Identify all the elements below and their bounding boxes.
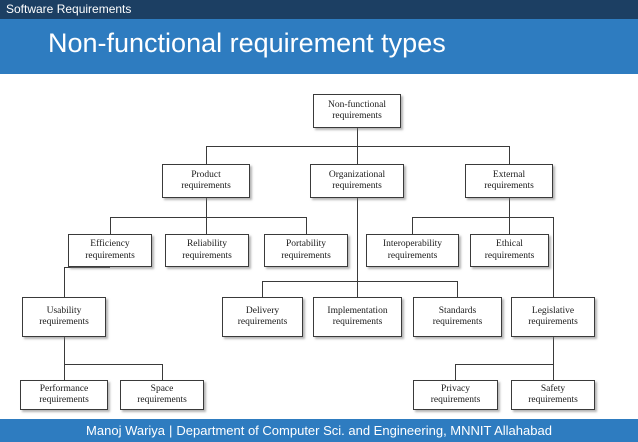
node-line-1: Privacy	[440, 383, 471, 394]
node-line-2: requirements	[484, 181, 534, 191]
node-line-1: External	[492, 169, 526, 180]
node-line-2: requirements	[432, 317, 483, 327]
node-line-2: requirements	[39, 317, 89, 327]
node-line-1: Efficiency	[90, 239, 130, 249]
edge-to-portability	[306, 217, 307, 234]
page-title: Non-functional requirement types	[48, 28, 446, 58]
edge-external-to-legislative	[509, 217, 553, 218]
edge-bus-external-children	[412, 217, 509, 218]
edge-usability-stem	[64, 337, 65, 364]
edge-to-space	[162, 364, 163, 380]
footer-band	[0, 419, 638, 442]
diagram-canvas: Non-functional requirements Product requ…	[0, 74, 638, 419]
edge-to-implementation	[357, 281, 358, 297]
edge-to-interoperability	[412, 217, 413, 234]
edge-to-safety	[553, 364, 554, 380]
node-non-functional-requirements[interactable]: Non-functional requirements	[313, 94, 401, 128]
node-line-2: requirements	[484, 250, 535, 261]
edge-legislative-stem	[553, 269, 554, 297]
node-line-1: Implementation	[327, 305, 388, 316]
node-usability-requirements[interactable]: Usability requirements	[22, 297, 106, 337]
node-organizational-requirements[interactable]: Organizational requirements	[310, 164, 404, 198]
node-legislative-requirements[interactable]: Legislative requirements	[511, 297, 595, 337]
edge-bus-efficiency-bottom	[64, 364, 162, 365]
edge-root-stem	[357, 128, 358, 146]
node-line-2: requirements	[332, 111, 382, 121]
node-implementation-requirements[interactable]: Implementation requirements	[313, 297, 402, 337]
node-standards-requirements[interactable]: Standards requirements	[413, 297, 502, 337]
footer: Manoj Wariya|Department of Computer Sci.…	[0, 423, 638, 439]
edge-to-efficiency	[110, 217, 111, 234]
node-line-1: Organizational	[328, 169, 386, 180]
node-line-1: Standards	[438, 305, 477, 316]
node-line-1: Reliability	[186, 239, 228, 249]
node-line-1: Delivery	[245, 305, 280, 316]
node-line-1: Usability	[46, 305, 82, 316]
node-performance-requirements[interactable]: Performance requirements	[20, 380, 108, 410]
node-line-2: requirements	[332, 317, 383, 327]
edge-to-organizational	[357, 146, 358, 164]
node-line-1: Portability	[285, 239, 327, 249]
node-product-requirements[interactable]: Product requirements	[162, 164, 250, 198]
node-line-1: Interoperability	[382, 239, 443, 249]
node-safety-requirements[interactable]: Safety requirements	[511, 380, 595, 410]
edge-legislative-bottom-stem	[553, 337, 554, 364]
node-line-1: Space	[150, 383, 174, 394]
section-label: Software Requirements	[6, 2, 132, 16]
node-line-2: requirements	[281, 250, 331, 261]
node-line-2: requirements	[182, 250, 232, 261]
node-line-2: requirements	[332, 181, 382, 191]
edge-to-legislative-drop	[553, 217, 554, 281]
footer-affiliation: Department of Computer Sci. and Engineer…	[176, 423, 552, 438]
title-band	[0, 19, 638, 74]
node-space-requirements[interactable]: Space requirements	[120, 380, 204, 410]
edge-to-ethical	[509, 217, 510, 234]
node-line-1: Non-functional	[327, 99, 387, 110]
edge-to-privacy	[455, 364, 456, 380]
node-line-1: Ethical	[496, 239, 523, 249]
node-line-1: Performance	[39, 383, 89, 394]
node-line-1: Legislative	[531, 305, 575, 316]
edge-to-performance	[64, 364, 65, 380]
edge-bus-legislative-children	[455, 364, 553, 365]
node-privacy-requirements[interactable]: Privacy requirements	[413, 380, 498, 410]
edge-to-external	[509, 146, 510, 164]
node-efficiency-requirements[interactable]: Efficiency requirements	[68, 234, 152, 267]
node-delivery-requirements[interactable]: Delivery requirements	[222, 297, 303, 337]
node-line-2: requirements	[237, 317, 288, 327]
footer-author: Manoj Wariya	[86, 423, 166, 438]
edge-bus-organizational-children	[262, 281, 457, 282]
node-line-2: requirements	[39, 395, 89, 405]
edge-efficiency-left	[64, 267, 110, 268]
edge-external-stem	[509, 198, 510, 217]
edge-organizational-stem	[357, 198, 358, 281]
edge-to-usability	[64, 267, 65, 297]
footer-separator: |	[169, 423, 173, 438]
node-line-1: Safety	[540, 383, 566, 394]
edge-product-stem	[206, 198, 207, 217]
node-line-2: requirements	[430, 395, 481, 405]
edge-bus-product-children	[110, 217, 306, 218]
node-portability-requirements[interactable]: Portability requirements	[264, 234, 348, 267]
node-line-2: requirements	[528, 317, 578, 327]
node-reliability-requirements[interactable]: Reliability requirements	[165, 234, 249, 267]
node-line-2: requirements	[85, 250, 135, 261]
edge-to-reliability	[206, 217, 207, 234]
node-line-2: requirements	[387, 250, 438, 261]
edge-to-product	[206, 146, 207, 164]
node-ethical-requirements[interactable]: Ethical requirements	[470, 234, 549, 267]
edge-to-delivery	[262, 281, 263, 297]
node-line-2: requirements	[137, 395, 187, 405]
edge-to-standards	[457, 281, 458, 297]
node-line-2: requirements	[528, 395, 578, 405]
node-interoperability-requirements[interactable]: Interoperability requirements	[366, 234, 459, 267]
node-line-2: requirements	[181, 181, 231, 191]
node-line-1: Product	[191, 169, 221, 180]
section-header-bar: Software Requirements	[0, 0, 638, 19]
node-external-requirements[interactable]: External requirements	[465, 164, 553, 198]
